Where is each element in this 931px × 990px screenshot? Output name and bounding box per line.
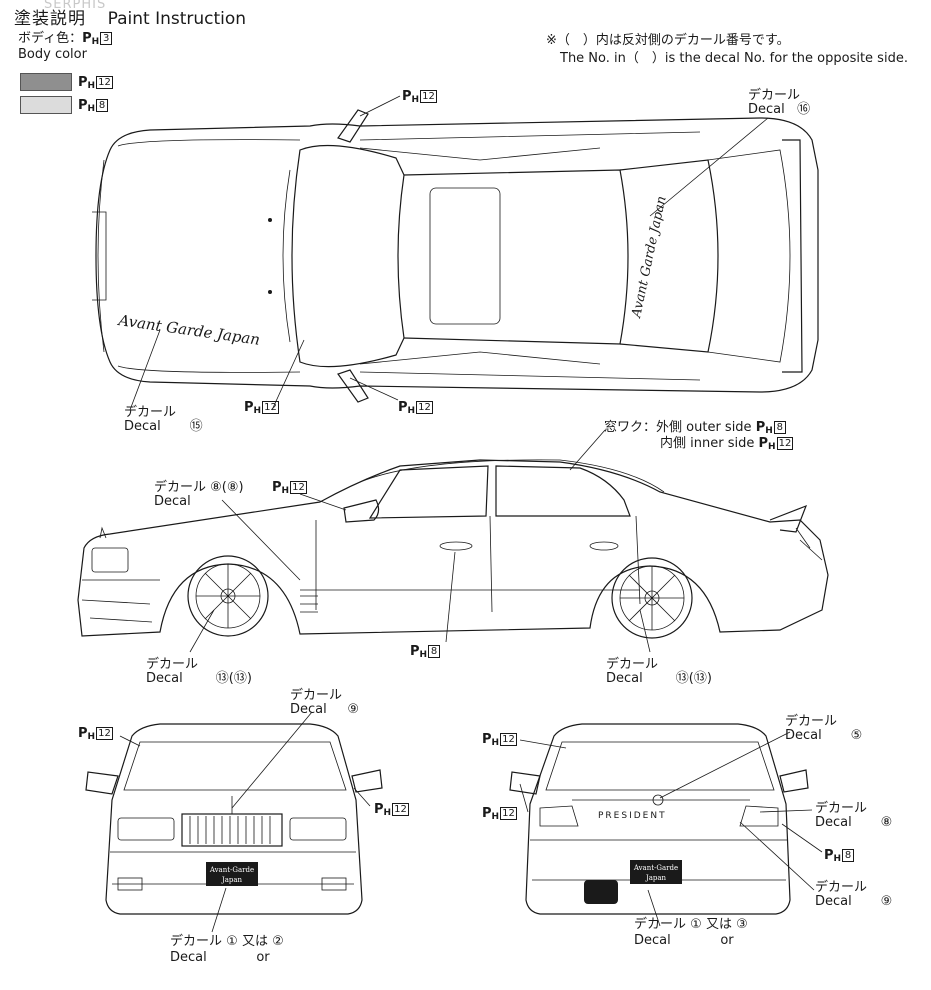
- roof-script-decal: Avant Garde Japan: [629, 195, 670, 320]
- callout-rear-plate-jp: デカール ① 又は ③: [634, 917, 748, 932]
- top-view-car: Avant Garde Japan Avant Garde Japan: [92, 109, 819, 403]
- front-view-car: [85, 723, 383, 915]
- callout-side-fender-jp: デカール ⑧(⑧): [154, 480, 244, 495]
- rear-badge-text: PRESIDENT: [598, 811, 667, 821]
- body-color-en: Body color: [18, 47, 87, 62]
- side-view-car: [77, 459, 829, 639]
- rear-plate-line2: Japan: [645, 874, 667, 882]
- callout-side-front-wheel-en: Decal ⑬(⑬): [146, 671, 252, 686]
- hood-script-decal: Avant Garde Japan: [115, 311, 261, 349]
- callout-decal-hood-en: Decal ⑮: [124, 419, 203, 434]
- callout-rear-light-en: Decal ⑨: [815, 894, 893, 909]
- swatch-light: [20, 96, 72, 114]
- front-plate-line1: Avant-Garde: [209, 866, 254, 874]
- rear-view-car: PRESIDENT: [509, 723, 809, 915]
- callout-decal-roof-en: Decal ⑯: [748, 102, 811, 117]
- callout-rear-badge-en: Decal ⑧: [815, 815, 893, 830]
- callout-decal-hood-jp: デカール: [124, 405, 177, 420]
- callout-front-plate-en: Decal or: [170, 950, 270, 965]
- callout-side-front-wheel-jp: デカール: [146, 657, 199, 672]
- rear-plate-line1: Avant-Garde: [633, 864, 678, 872]
- title-en: Paint Instruction: [107, 9, 247, 29]
- callout-rear-badge-jp: デカール: [815, 801, 868, 816]
- callout-rear-light-jp: デカール: [815, 880, 868, 895]
- note-en: The No. in（ ）is the decal No. for the op…: [560, 51, 908, 66]
- callout-side-rear-wheel-en: Decal ⑬(⑬): [606, 671, 712, 686]
- body-color-num: 3: [100, 32, 113, 45]
- page-title: 塗装説明 Paint Instruction: [14, 4, 246, 29]
- callout-front-grille-jp: デカール: [290, 688, 343, 703]
- callout-decal-roof-jp: デカール: [748, 88, 801, 103]
- callout-front-grille-en: Decal ⑨: [290, 702, 360, 717]
- note-jp: ※（ ）内は反対側のデカール番号です。: [546, 33, 790, 48]
- front-plate-line2: Japan: [221, 876, 243, 884]
- callout-rear-emblem-en: Decal ⑤: [785, 728, 863, 743]
- leader-lines: [119, 95, 823, 933]
- callout-rear-plate-en: Decal or: [634, 933, 734, 948]
- callout-rear-emblem-jp: デカール: [785, 714, 838, 729]
- watermark: SERPHIS: [44, 0, 107, 12]
- callout-side-rear-wheel-jp: デカール: [606, 657, 659, 672]
- swatch-dark: [20, 73, 72, 91]
- title-jp: 塗装説明: [14, 9, 86, 29]
- callout-front-plate-jp: デカール ① 又は ②: [170, 934, 284, 949]
- callout-side-fender-en: Decal: [154, 494, 191, 509]
